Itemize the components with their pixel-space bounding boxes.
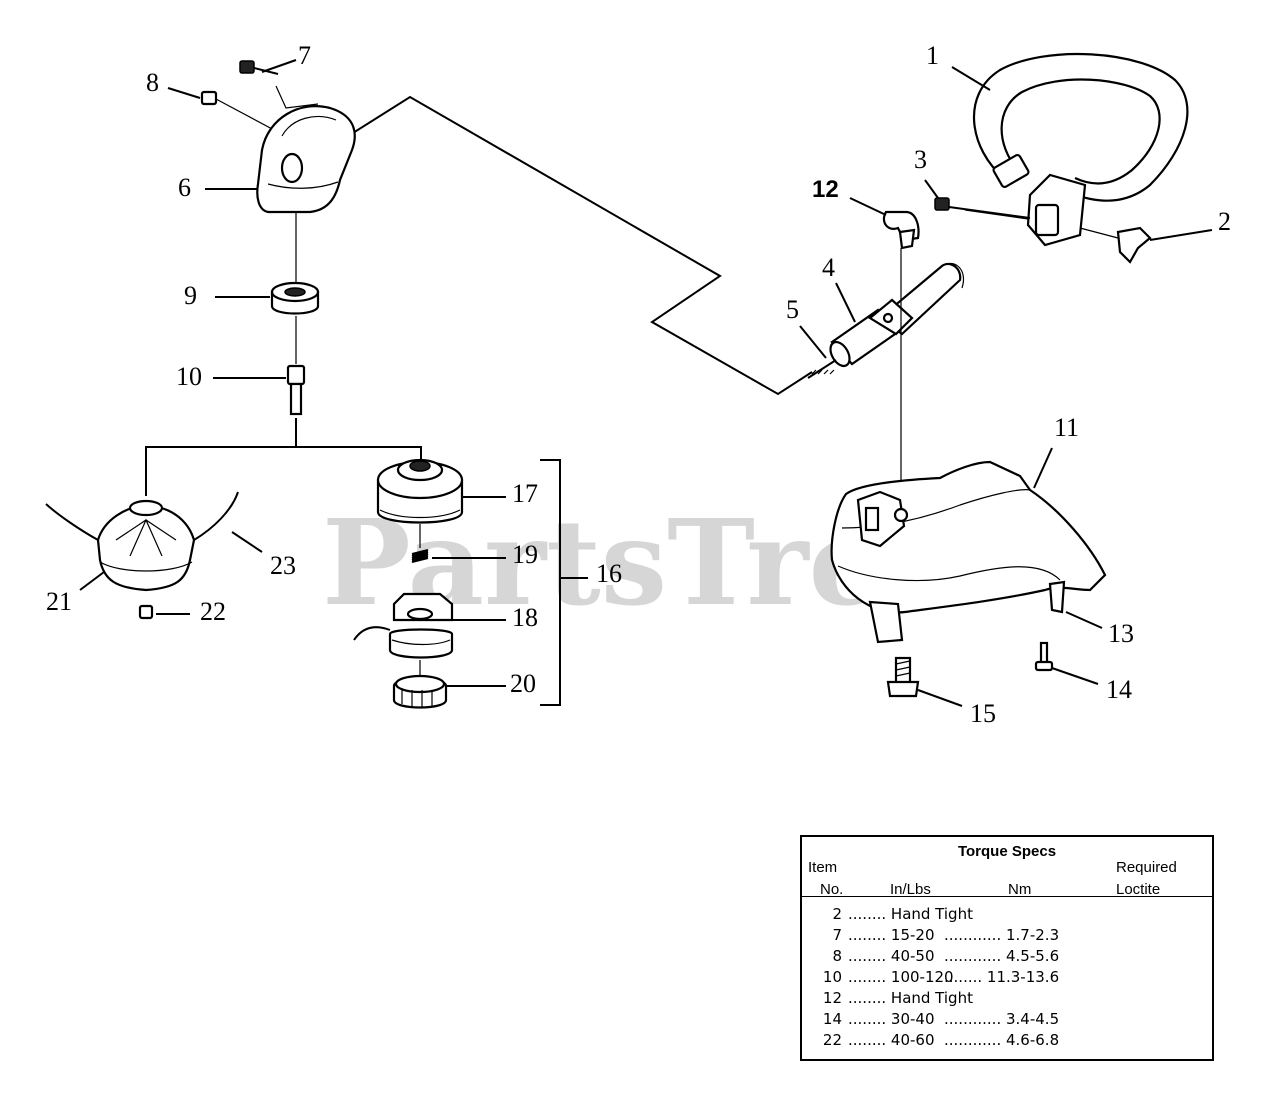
leader-2 — [1149, 229, 1213, 241]
table-row: 22 ........ 40-60 ............ 4.6-6.8 — [802, 1030, 1212, 1051]
part-trimmer-guard — [830, 460, 1107, 644]
torque-table-title: Torque Specs — [957, 843, 1057, 860]
leader-21 — [79, 571, 105, 591]
row-inlbs: ........ 15-20 — [848, 926, 935, 944]
col-no-label: No. — [820, 881, 844, 898]
row-nm: ............ 4.5-5.6 — [944, 947, 1060, 965]
part-spool-housing — [376, 458, 464, 524]
callout-13: 13 — [1108, 619, 1134, 648]
row-item: 14 — [822, 1010, 842, 1028]
part-gearhead-screw-8 — [200, 90, 275, 131]
part-adapter-bolt — [286, 364, 306, 416]
branch-lines-right — [296, 446, 422, 462]
leader-15 — [917, 689, 963, 707]
callout-10: 10 — [176, 362, 202, 391]
leader-7-to-head — [275, 85, 319, 109]
callout-20: 20 — [510, 669, 536, 698]
callout-5: 5 — [786, 295, 799, 324]
table-row: 14 ........ 30-40 ............ 3.4-4.5 — [802, 1009, 1212, 1030]
row-nm: ............ 4.6-6.8 — [944, 1031, 1060, 1049]
part-spool — [353, 592, 454, 659]
table-header-rule — [802, 896, 1212, 897]
leader-11 — [1033, 447, 1053, 489]
callout-17: 17 — [512, 479, 538, 508]
row-nm: ........ 11.3-13.6 — [944, 968, 1060, 986]
part-guard-hex-bolt — [886, 656, 920, 698]
leader-23 — [231, 531, 263, 553]
part-guard-screw-small — [1034, 641, 1054, 672]
row-inlbs: ........ Hand Tight — [848, 905, 973, 923]
row-inlbs: ........ 40-50 — [848, 947, 935, 965]
row-inlbs: ........ Hand Tight — [848, 989, 973, 1007]
table-row: 8 ........ 40-50 ............ 4.5-5.6 — [802, 946, 1212, 967]
part-guard-wing-bolt — [882, 210, 920, 250]
callout-16: 16 — [596, 559, 622, 588]
part-fixed-line-head — [45, 491, 239, 592]
callout-23: 23 — [270, 551, 296, 580]
callout-12: 12 — [812, 176, 839, 203]
callout-11: 11 — [1054, 413, 1079, 442]
leader-7 — [261, 59, 297, 73]
table-row: 7 ........ 15-20 ............ 1.7-2.3 — [802, 925, 1212, 946]
callout-2: 2 — [1218, 207, 1231, 236]
row-nm: ............ 3.4-4.5 — [944, 1010, 1060, 1028]
leader-5 — [799, 325, 827, 359]
part-spring — [411, 549, 429, 563]
table-row: 10 ........ 100-120 ........ 11.3-13.6 — [802, 967, 1212, 988]
callout-1: 1 — [926, 41, 939, 70]
part-gearhead-screw-7 — [239, 60, 279, 75]
bracket-16 — [540, 459, 561, 706]
table-row: 2 ........ Hand Tight — [802, 904, 1212, 925]
callout-8: 8 — [146, 68, 159, 97]
callout-9: 9 — [184, 281, 197, 310]
callout-19: 19 — [512, 540, 538, 569]
leader-14 — [1051, 667, 1099, 685]
torque-rows: 2 ........ Hand Tight 7 ........ 15-20 .… — [802, 904, 1212, 1051]
part-head-screw-22 — [138, 604, 154, 620]
row-item: 10 — [822, 968, 842, 986]
row-item: 8 — [832, 947, 842, 965]
branch-lines — [145, 418, 297, 496]
col-inlbs-label: In/Lbs — [890, 881, 931, 898]
part-handle-loop — [972, 52, 1189, 247]
callout-15: 15 — [970, 699, 996, 728]
part-bump-knob — [392, 674, 448, 709]
callout-22: 22 — [200, 597, 226, 626]
callout-4: 4 — [822, 253, 835, 282]
part-handle-wing-nut — [1079, 226, 1152, 264]
leader-3 — [924, 179, 939, 199]
row-item: 22 — [822, 1031, 842, 1049]
connection-zigzag-line — [344, 95, 813, 396]
row-inlbs: ........ 30-40 — [848, 1010, 935, 1028]
col-required-label: Required — [1116, 859, 1177, 876]
callout-18: 18 — [512, 603, 538, 632]
leader-8 — [167, 87, 201, 99]
col-loctite-label: Loctite — [1116, 881, 1161, 898]
leader-1 — [951, 66, 991, 91]
callout-14: 14 — [1106, 675, 1132, 704]
callout-6: 6 — [178, 173, 191, 202]
part-handle-bolt — [934, 197, 1031, 220]
callout-3: 3 — [914, 145, 927, 174]
leader-13 — [1065, 611, 1103, 629]
part-bushing-ring — [270, 281, 320, 315]
row-item: 12 — [822, 989, 842, 1007]
torque-specs-table: Torque Specs Item No. In/Lbs Nm Required… — [800, 835, 1214, 1061]
row-nm: ............ 1.7-2.3 — [944, 926, 1060, 944]
row-inlbs: ........ 40-60 — [848, 1031, 935, 1049]
leader-12 — [849, 197, 887, 216]
row-item: 7 — [832, 926, 842, 944]
col-nm-label: Nm — [1008, 881, 1032, 898]
table-row: 12 ........ Hand Tight — [802, 988, 1212, 1009]
callout-7: 7 — [298, 41, 311, 70]
row-inlbs: ........ 100-120 — [848, 968, 954, 986]
leader-4 — [835, 282, 856, 323]
col-item-label: Item — [808, 859, 838, 876]
callout-21: 21 — [46, 587, 72, 616]
row-item: 2 — [832, 905, 842, 923]
part-gear-head — [256, 105, 356, 222]
